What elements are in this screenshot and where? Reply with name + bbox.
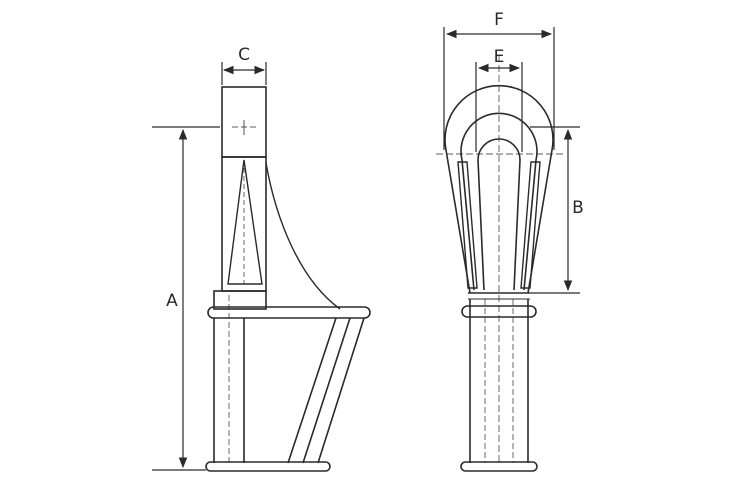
side-collar <box>213 290 267 310</box>
side-base <box>205 461 331 472</box>
label-B: B <box>572 198 584 218</box>
front-inner-loop <box>460 112 538 291</box>
side-fin <box>265 162 341 310</box>
dim-B <box>530 126 580 294</box>
label-E: E <box>494 47 505 67</box>
side-flange <box>207 306 371 319</box>
side-wedge <box>227 159 263 285</box>
dim-E <box>475 62 523 152</box>
side-view <box>205 86 371 472</box>
dim-C <box>221 62 267 85</box>
dim-A <box>152 126 220 471</box>
front-flange <box>461 305 537 318</box>
front-base <box>460 461 538 472</box>
label-A: A <box>166 291 178 311</box>
label-F: F <box>494 10 504 30</box>
label-C: C <box>238 45 250 65</box>
front-view <box>436 55 564 472</box>
dim-F <box>443 27 555 150</box>
